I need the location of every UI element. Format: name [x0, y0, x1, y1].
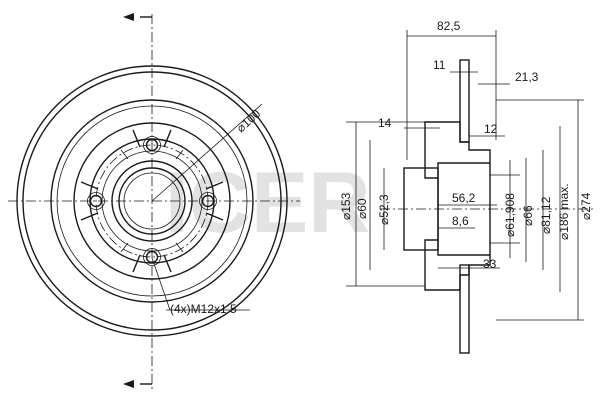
section-arrowhead-bottom: [123, 380, 134, 388]
hat-outer-edge: [56, 105, 248, 297]
dim-11-label: 11: [433, 58, 446, 72]
dim-33-label: 33: [483, 257, 497, 271]
bolt-boss-right: [199, 192, 217, 210]
disc-outer-edge: [16, 65, 288, 337]
hub-ribs: [80, 129, 224, 273]
bearing-inner-circle: [118, 167, 186, 235]
friction-ring-inner-edge: [50, 99, 254, 303]
dim-14-label: 14: [378, 116, 392, 130]
dim-8-6-label: 8,6: [452, 214, 469, 228]
disc-plate-bottom: [459, 264, 470, 354]
dim-21-3-label: 21,3: [515, 70, 539, 84]
dia-81-12-label: ⌀81,12: [539, 196, 553, 234]
dia-186-label: ⌀186 max.: [557, 183, 571, 240]
dia-66-label: ⌀66: [521, 205, 535, 226]
rib: [205, 212, 224, 221]
disc-outer-chamfer: [22, 71, 282, 331]
dim-56-2-label: 56,2: [452, 191, 476, 205]
bolt-boss-top: [143, 136, 161, 154]
bolt-circle-label: ⌀100: [234, 106, 264, 135]
dia-153-label: ⌀153: [339, 192, 353, 220]
bolt-hole-top: [145, 138, 159, 152]
bearing-bore-circle: [123, 172, 181, 230]
front-view: ⌀100 (4x)M12x1.5: [8, 13, 300, 390]
bolt-circle: [95, 144, 209, 258]
bolt-hole-bottom: [145, 250, 159, 264]
rib: [132, 129, 141, 148]
bolt-boss-left: [87, 192, 105, 210]
bolt-boss-bottom: [143, 248, 161, 266]
dia-61-908-label: ⌀61,908: [503, 193, 517, 237]
rib: [132, 254, 141, 273]
bolt-hole-left: [89, 194, 103, 208]
rib: [205, 181, 224, 190]
bolt-circle-leader: [151, 103, 263, 202]
rib: [163, 254, 172, 273]
rib: [80, 212, 99, 221]
rib: [163, 129, 172, 148]
dia-52-3-label: ⌀52,3: [377, 194, 391, 225]
dim-12-label: 12: [484, 122, 498, 136]
side-view: 82,5 11 21,3 14 12 56,2 8,6 33 ⌀153 ⌀60 …: [339, 19, 596, 354]
thread-leader: [151, 257, 171, 311]
hub-flange-circle: [73, 122, 231, 280]
bolt-hole-right: [201, 194, 215, 208]
rib-inner: [120, 149, 184, 253]
hub-section-bottom: [424, 239, 491, 291]
bolt-holes: [87, 136, 217, 266]
bearing-outer-circle: [111, 160, 193, 242]
hub-section-top: [424, 121, 491, 179]
rib: [80, 181, 99, 190]
dia-274-label: ⌀274: [579, 192, 593, 220]
thread-label: (4x)M12x1.5: [170, 302, 237, 316]
dim-82-5-label: 82,5: [437, 19, 461, 33]
dia-60-label: ⌀60: [355, 198, 369, 219]
section-arrowhead-top: [123, 13, 134, 21]
